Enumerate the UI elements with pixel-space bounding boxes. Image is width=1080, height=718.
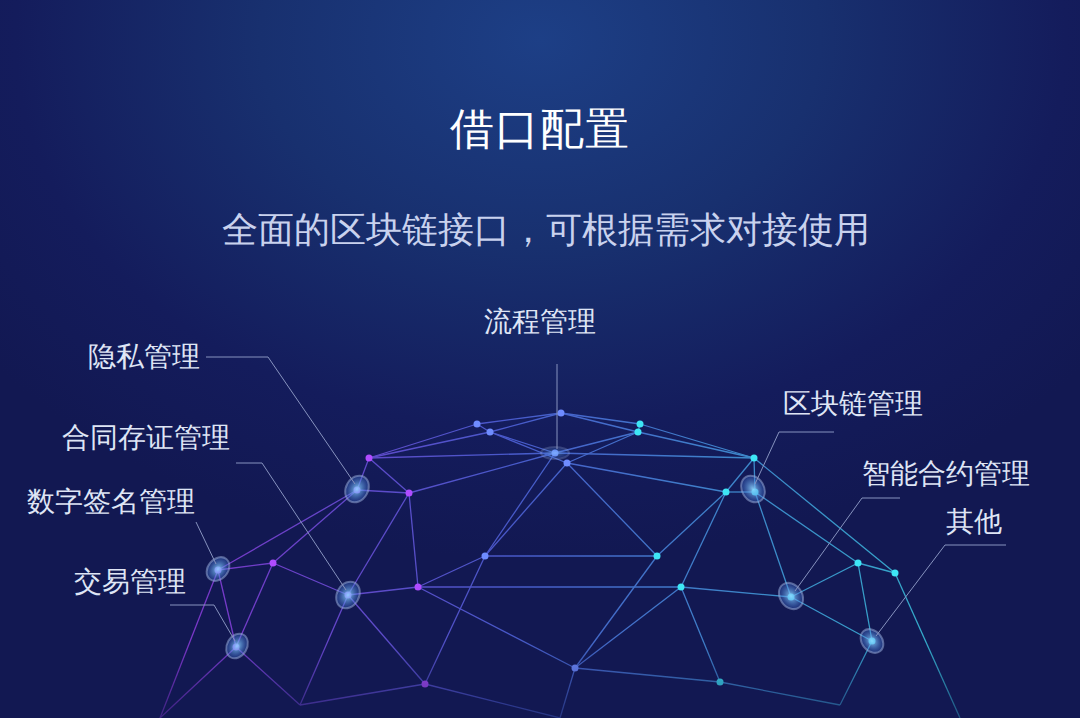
mesh-dot bbox=[564, 460, 571, 467]
page-title: 借口配置 bbox=[0, 100, 1080, 159]
leader-lines bbox=[170, 357, 1006, 641]
mesh-line bbox=[567, 432, 638, 463]
mesh-dot bbox=[474, 421, 481, 428]
mesh-line bbox=[409, 453, 555, 493]
mesh-line bbox=[273, 490, 357, 563]
mesh-dot bbox=[654, 553, 661, 560]
mesh-line bbox=[348, 493, 409, 595]
mesh-line bbox=[555, 453, 754, 458]
mesh-line bbox=[561, 413, 638, 432]
mesh-line bbox=[567, 463, 657, 556]
node-label: 合同存证管理 bbox=[62, 420, 230, 456]
mesh-line bbox=[681, 587, 791, 597]
mesh-dot bbox=[406, 490, 413, 497]
bottom-fade bbox=[0, 640, 1080, 718]
node-label: 流程管理 bbox=[484, 304, 596, 340]
mesh-dot bbox=[558, 410, 565, 417]
mesh-line bbox=[755, 492, 858, 563]
mesh-line bbox=[369, 453, 555, 458]
node-label: 交易管理 bbox=[74, 564, 186, 600]
mesh-dot bbox=[751, 455, 758, 462]
mesh-dot bbox=[415, 584, 422, 591]
mesh-dot bbox=[487, 429, 494, 436]
mesh-line bbox=[418, 556, 485, 587]
node-label: 区块链管理 bbox=[783, 386, 923, 422]
mesh-dot bbox=[637, 421, 644, 428]
subtitle: 全面的区块链接口，可根据需求对接使用 bbox=[6, 206, 1080, 255]
anchor-glows bbox=[202, 447, 888, 662]
node-label: 隐私管理 bbox=[88, 339, 200, 375]
mesh-dot bbox=[723, 489, 730, 496]
mesh-line bbox=[418, 586, 681, 587]
node-label: 数字签名管理 bbox=[27, 484, 195, 520]
mesh-line bbox=[640, 424, 754, 458]
mesh-dot bbox=[892, 570, 899, 577]
mesh-dot bbox=[678, 584, 685, 591]
mesh-line bbox=[409, 493, 418, 587]
mesh-line bbox=[681, 492, 726, 587]
mesh-line bbox=[485, 463, 567, 556]
mesh-line bbox=[490, 413, 561, 432]
mesh-line bbox=[485, 555, 657, 556]
mesh-line bbox=[477, 413, 561, 424]
mesh-line bbox=[369, 424, 477, 458]
mesh-line bbox=[755, 492, 791, 597]
mesh-dot bbox=[270, 560, 277, 567]
mesh-line bbox=[273, 563, 348, 595]
mesh-line bbox=[369, 458, 409, 493]
mesh-line bbox=[638, 432, 754, 458]
mesh-dot bbox=[366, 455, 373, 462]
mesh-line bbox=[485, 453, 555, 556]
mesh-dot bbox=[482, 553, 489, 560]
mesh-dot bbox=[635, 429, 642, 436]
mesh-line bbox=[657, 492, 726, 556]
mesh-line bbox=[369, 432, 490, 458]
node-label: 智能合约管理 bbox=[862, 456, 1030, 492]
node-label: 其他 bbox=[946, 504, 1002, 540]
mesh-dot bbox=[855, 560, 862, 567]
